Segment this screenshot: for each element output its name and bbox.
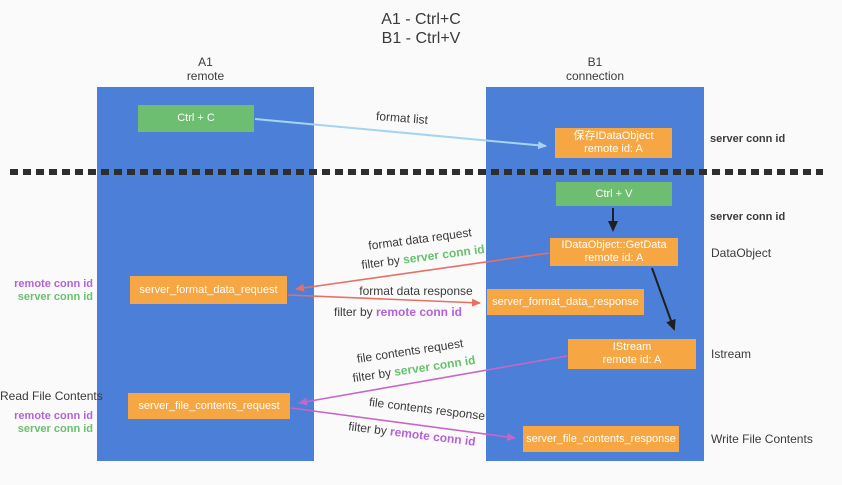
lane-header-b1: B1 connection: [486, 55, 704, 83]
file-request-label: server_file_contents_request: [138, 399, 280, 412]
diagram-title: A1 - Ctrl+C B1 - Ctrl+V: [321, 10, 521, 48]
label-filter-by-remote-conn-id-2: filter by remote conn id: [348, 419, 477, 448]
box-server-file-contents-response: server_file_contents_response: [523, 426, 679, 452]
title-line-2: B1 - Ctrl+V: [381, 30, 461, 47]
getdata-line2: remote id: A: [584, 252, 644, 264]
label-read-file-contents: Read File Contents: [0, 389, 103, 403]
format-response-label: server_format_data_response: [492, 295, 639, 308]
label-write-file-contents: Write File Contents: [711, 432, 813, 446]
save-idataobject-line2: remote id: A: [584, 143, 643, 155]
filter-by-text: filter by: [351, 365, 396, 386]
left-conn-id-block-1: remote conn id server conn id: [0, 278, 93, 304]
box-ctrl-c: Ctrl + C: [138, 105, 254, 132]
label-format-list: format list: [375, 108, 429, 128]
box-idataobject-getdata: IDataObject::GetData remote id: A: [550, 238, 678, 266]
box-istream: IStream remote id: A: [568, 339, 696, 369]
label-server-conn-id-left-1: server conn id: [17, 291, 93, 303]
left-conn-id-block-2: remote conn id server conn id: [0, 410, 93, 436]
istream-line2: remote id: A: [602, 354, 662, 366]
box-server-format-data-response: server_format_data_response: [487, 289, 644, 315]
ctrl-c-label: Ctrl + C: [177, 112, 215, 124]
filter-by-text: filter by: [333, 305, 376, 319]
file-response-label: server_file_contents_response: [526, 432, 676, 445]
lane-b1-subtitle: connection: [565, 69, 625, 83]
label-remote-conn-id-left-1: remote conn id: [14, 278, 93, 290]
filter-by-text: filter by: [347, 419, 392, 439]
label-server-conn-id-mid: server conn id: [710, 211, 786, 223]
save-idataobject-line1: 保存IDataObject: [573, 130, 654, 142]
box-save-idataobject: 保存IDataObject remote id: A: [555, 128, 672, 158]
title-line-1: A1 - Ctrl+C: [381, 11, 461, 28]
box-ctrl-v: Ctrl + V: [556, 182, 672, 206]
box-server-format-data-request: server_format_data_request: [130, 276, 287, 304]
remote-conn-id-text: remote conn id: [376, 305, 463, 319]
label-server-conn-id-top: server conn id: [710, 133, 786, 145]
box-server-file-contents-request: server_file_contents_request: [128, 393, 290, 419]
istream-line1: IStream: [612, 341, 652, 353]
remote-conn-id-text: remote conn id: [389, 424, 477, 449]
format-request-label: server_format_data_request: [139, 283, 278, 296]
label-format-data-response: format data response: [359, 284, 473, 298]
label-filter-by-remote-conn-id-1: filter by remote conn id: [334, 305, 462, 319]
label-dataobject: DataObject: [711, 246, 772, 260]
ctrl-v-label: Ctrl + V: [595, 187, 633, 200]
label-remote-conn-id-left-2: remote conn id: [14, 410, 93, 422]
lane-header-a1: A1 remote: [97, 55, 314, 83]
label-file-contents-response: file contents response: [368, 394, 486, 424]
getdata-line1: IDataObject::GetData: [561, 239, 667, 251]
label-istream: Istream: [711, 347, 752, 361]
lane-a1-subtitle: remote: [186, 69, 225, 83]
copy-paste-divider-dashed-line: [10, 169, 823, 175]
filter-by-text: filter by: [360, 252, 405, 273]
lane-a1-name: A1: [198, 55, 213, 69]
lane-b1-name: B1: [587, 55, 603, 69]
label-server-conn-id-left-2: server conn id: [17, 423, 93, 435]
